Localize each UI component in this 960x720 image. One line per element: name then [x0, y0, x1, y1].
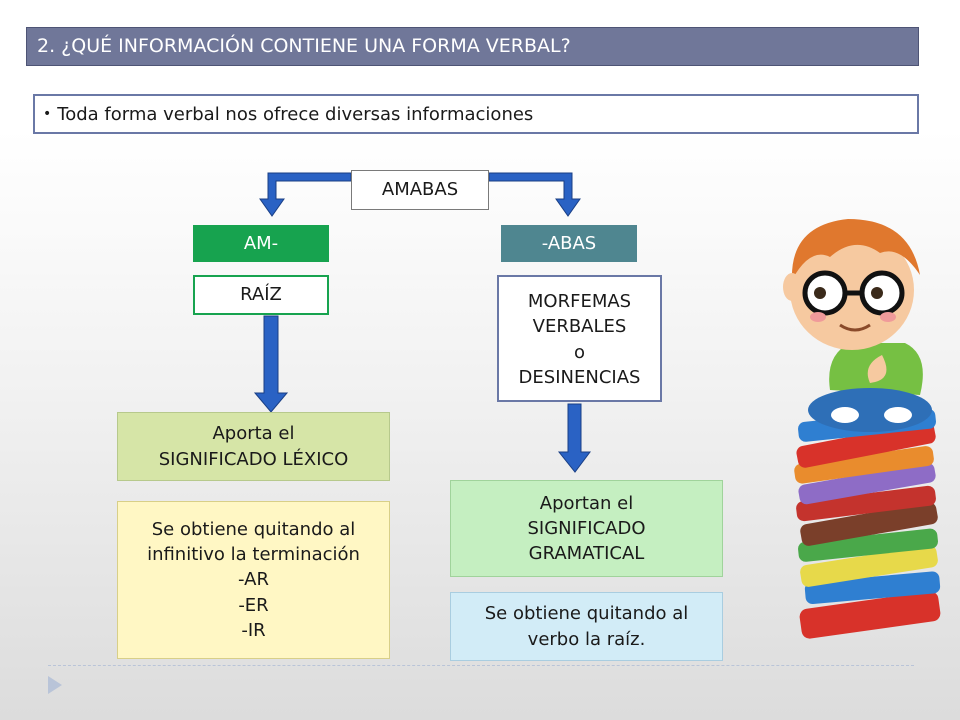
morfemas-line: VERBALES: [532, 316, 627, 338]
arrow-raiz-down-icon: [253, 315, 289, 413]
morfemas-line: o: [573, 341, 585, 363]
raiz-note-line: Se obtiene quitando al: [484, 603, 689, 625]
bullet-icon: •: [43, 106, 52, 122]
significado-lexico-box: Aporta el SIGNIFICADO LÉXICO: [117, 412, 390, 481]
significado-gramatical-box: Aportan el SIGNIFICADO GRAMATICAL: [450, 480, 723, 577]
segment-am-box: AM-: [193, 225, 329, 262]
infinitivo-line: Se obtiene quitando al: [151, 519, 356, 541]
triangle-play-icon: [48, 676, 62, 694]
infinitivo-note-box: Se obtiene quitando al infinitivo la ter…: [117, 501, 390, 659]
gramatical-line: GRAMATICAL: [528, 543, 645, 565]
slide-title: 2. ¿QUÉ INFORMACIÓN CONTIENE UNA FORMA V…: [26, 27, 919, 66]
infinitivo-line: -AR: [238, 569, 269, 591]
morfemas-box: MORFEMAS VERBALES o DESINENCIAS: [497, 275, 662, 402]
gramatical-line: Aportan el: [539, 492, 634, 514]
raiz-note-line: verbo la raíz.: [527, 628, 646, 650]
morfemas-line: MORFEMAS: [527, 291, 632, 313]
book-stack-icon: [794, 408, 941, 639]
arrow-right-branch-icon: [488, 172, 581, 217]
footer-divider: [48, 665, 914, 666]
boy-figure-icon: [783, 219, 932, 432]
bullet-text: Toda forma verbal nos ofrece diversas in…: [57, 104, 534, 125]
raiz-box: RAÍZ: [193, 275, 329, 315]
raiz-note-box: Se obtiene quitando al verbo la raíz.: [450, 592, 723, 661]
morfemas-line: DESINENCIAS: [518, 366, 641, 388]
segment-abas-box: -ABAS: [501, 225, 637, 262]
lexico-line: SIGNIFICADO LÉXICO: [158, 448, 349, 470]
infinitivo-line: -IR: [241, 619, 266, 641]
gramatical-line: SIGNIFICADO: [527, 517, 646, 539]
arrow-morfemas-down-icon: [557, 403, 591, 473]
infinitivo-line: infinitivo la terminación: [147, 544, 360, 566]
root-word-box: AMABAS: [351, 170, 489, 210]
bullet-statement: • Toda forma verbal nos ofrece diversas i…: [33, 94, 919, 134]
infinitivo-line: -ER: [238, 594, 269, 616]
arrow-left-branch-icon: [259, 172, 352, 217]
boy-on-books-illustration: [783, 219, 941, 639]
lexico-line: Aporta el: [212, 423, 295, 445]
